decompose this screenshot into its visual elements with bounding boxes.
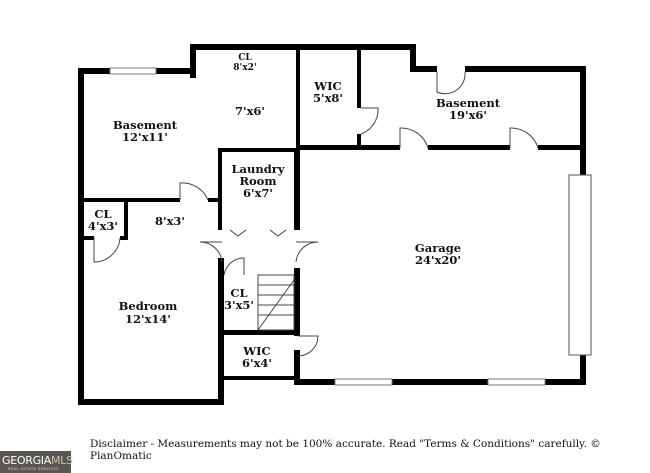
- georgia-mls-logo: GEORGIAMLS REAL ESTATE SERVICES: [0, 451, 73, 473]
- room-wic-top-size: 5'x8': [313, 91, 343, 105]
- room-hall-top-size: 7'x6': [235, 104, 265, 118]
- windows: [109, 67, 546, 386]
- room-bedroom-size: 12'x14': [125, 312, 171, 326]
- room-cl-stair-size: 3'x5': [224, 298, 254, 312]
- logo-tagline: REAL ESTATE SERVICES: [8, 467, 59, 471]
- stairs: [257, 274, 295, 331]
- room-laundry-name1: Laundry: [231, 162, 284, 176]
- room-wic-bottom-name: WIC: [242, 344, 270, 358]
- room-cl-left-size: 4'x3': [88, 219, 118, 233]
- floor-plan: CL 8'x2' 7'x6' WIC 5'x8' Basement 19'x6'…: [78, 44, 592, 405]
- room-basement-left-name: Basement: [113, 118, 178, 132]
- logo-text-a: GEORGIA: [2, 454, 51, 467]
- room-cl-stair-name: CL: [230, 286, 247, 300]
- room-bedroom-name: Bedroom: [119, 299, 178, 313]
- room-basement-right-size: 19'x6': [449, 108, 487, 122]
- room-cl-top-size: 8'x2': [233, 63, 256, 73]
- room-basement-left-size: 12'x11': [122, 130, 168, 144]
- garage-door: [568, 174, 592, 356]
- room-laundry-name2: Room: [239, 174, 276, 188]
- room-garage-size: 24'x20': [415, 253, 461, 267]
- room-garage-name: Garage: [415, 241, 461, 255]
- room-hall-left-size: 8'x3': [155, 214, 185, 228]
- logo-text-b: MLS: [50, 454, 73, 467]
- room-basement-right-name: Basement: [436, 96, 501, 110]
- room-wic-bottom-size: 6'x4': [242, 356, 272, 370]
- room-cl-left-name: CL: [94, 207, 111, 221]
- room-wic-top-name: WIC: [313, 79, 341, 93]
- doors: [93, 71, 539, 357]
- room-laundry-size: 6'x7': [243, 186, 273, 200]
- room-cl-top-name: CL: [238, 53, 252, 63]
- room-labels: CL 8'x2' 7'x6' WIC 5'x8' Basement 19'x6'…: [88, 53, 501, 370]
- disclaimer-text: Disclaimer - Measurements may not be 100…: [90, 438, 601, 462]
